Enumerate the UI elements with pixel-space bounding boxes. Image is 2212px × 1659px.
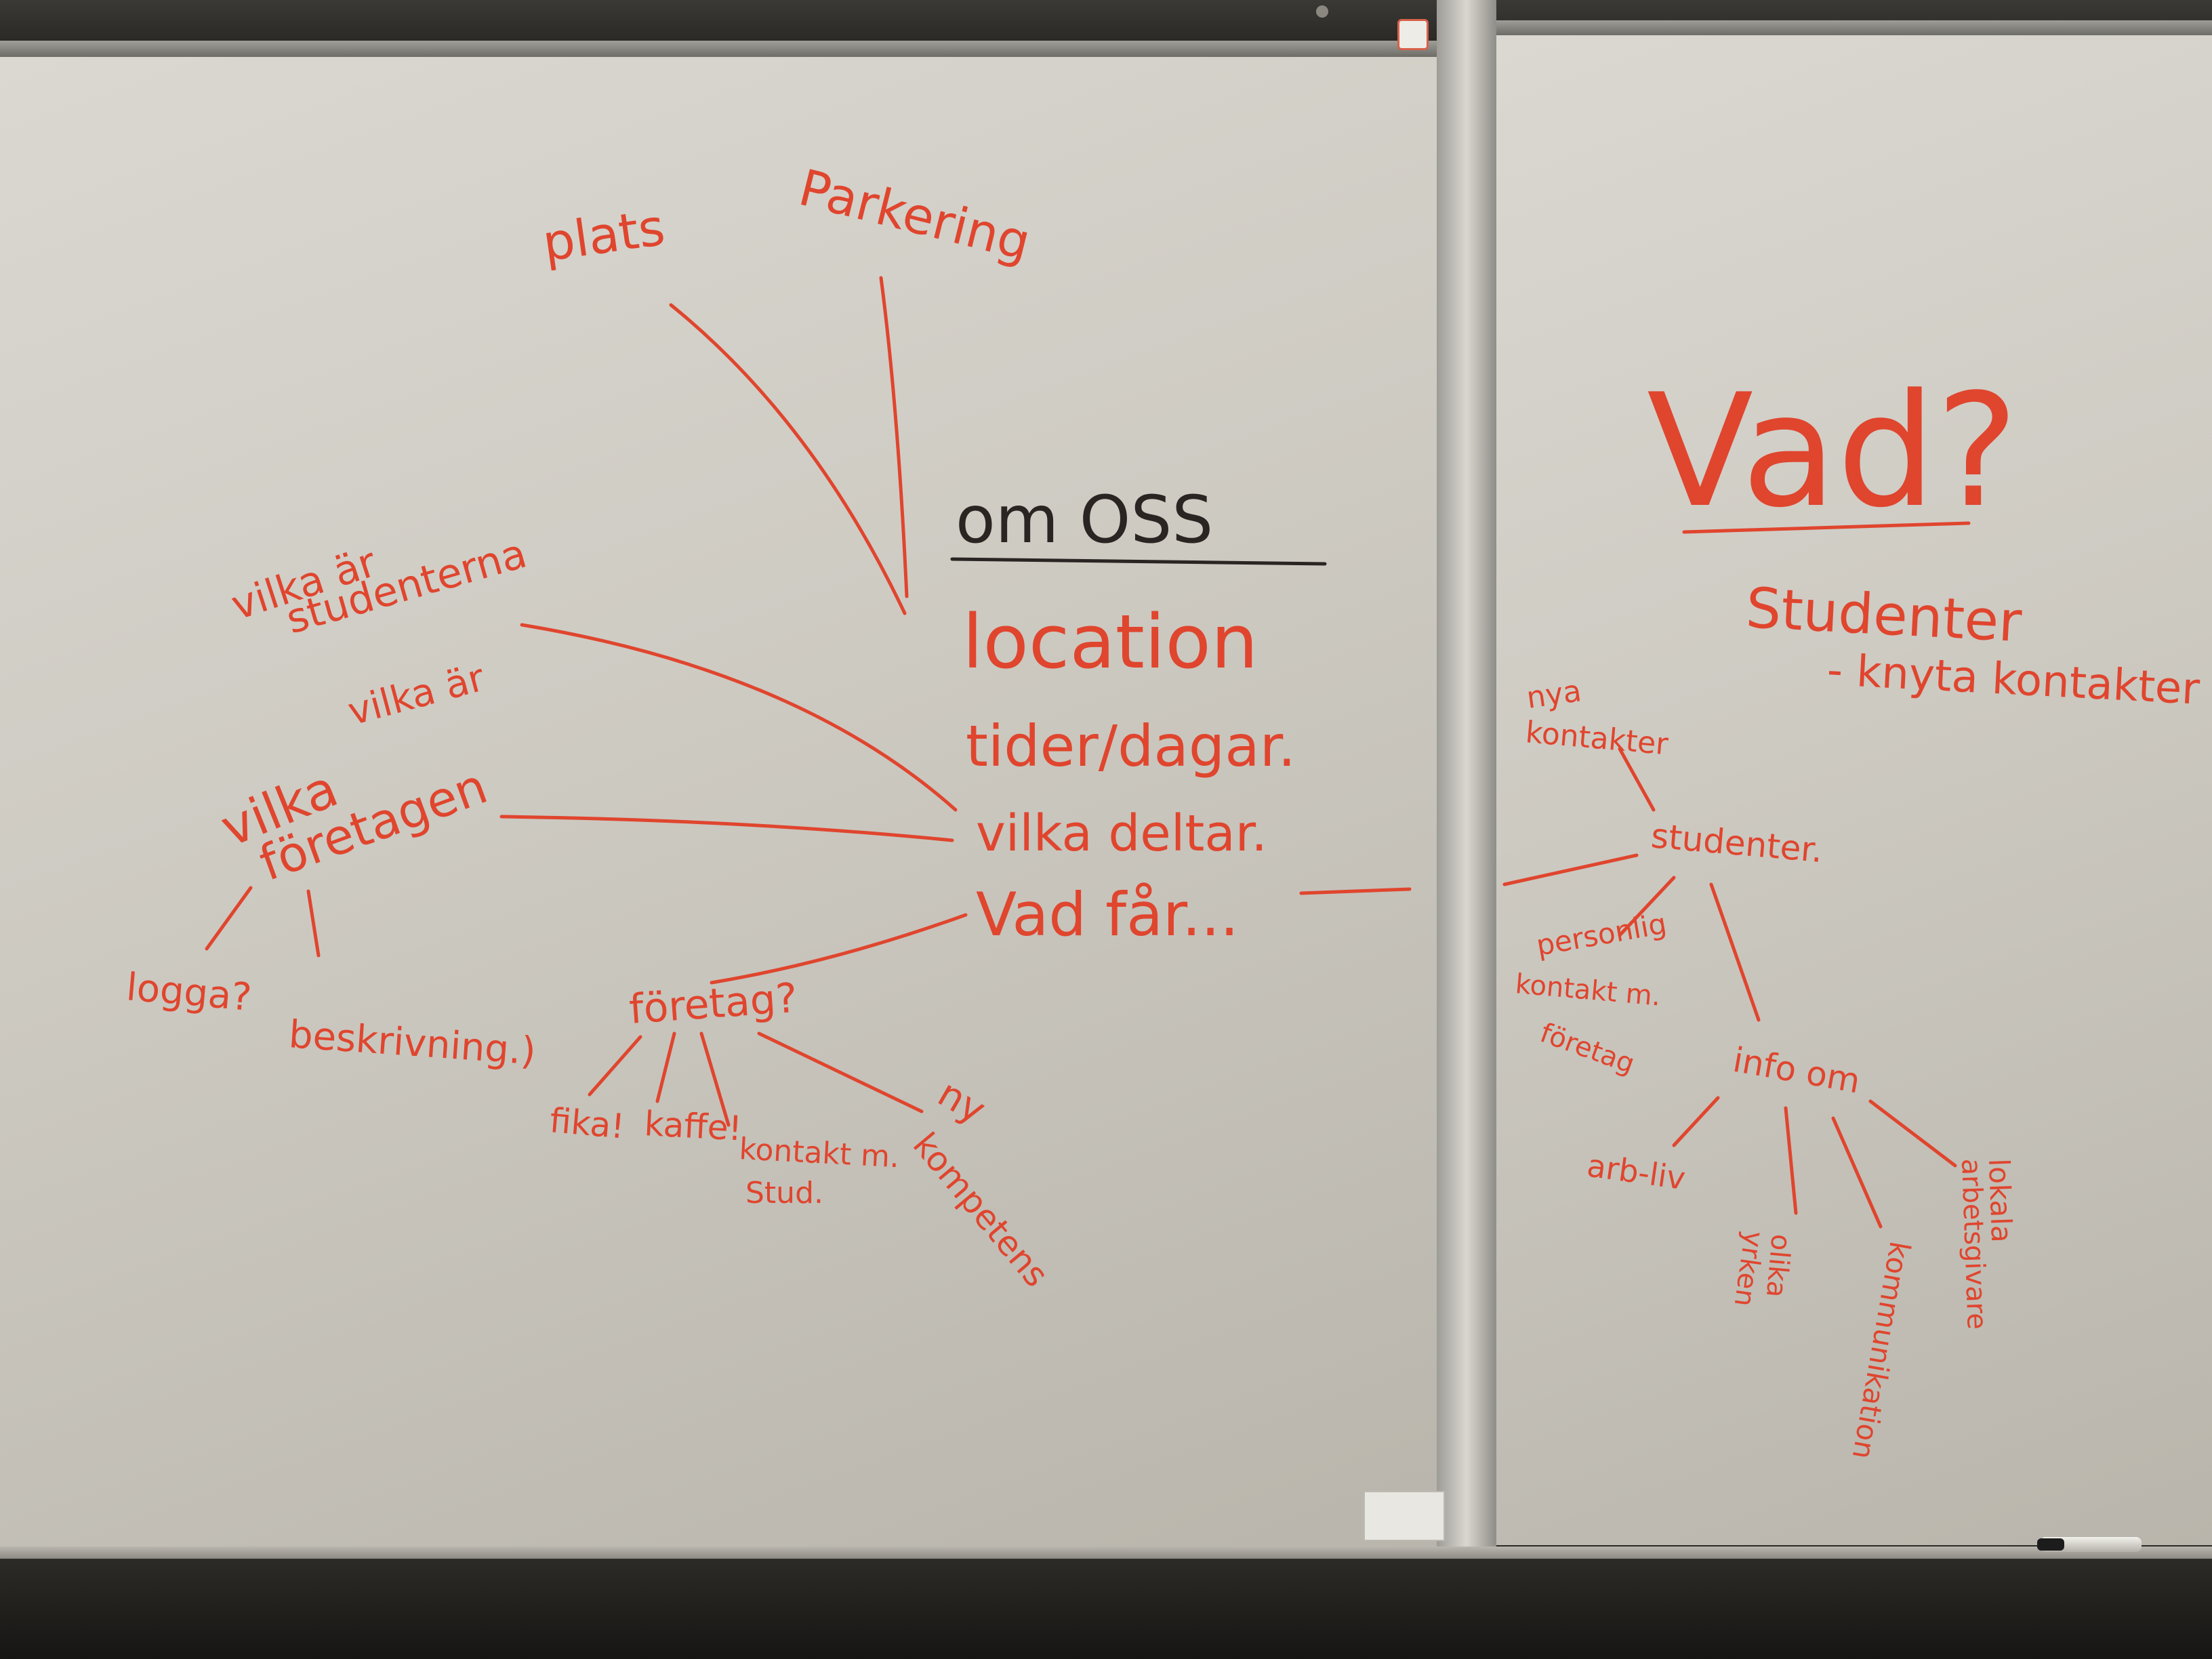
wall-bottom xyxy=(0,1559,2212,1659)
connector-kommunikation xyxy=(1831,1116,1883,1229)
marker-pen[interactable] xyxy=(2040,1537,2142,1552)
item-vilka-deltar: vilka deltar. xyxy=(976,804,1267,863)
node-yrken: yrken xyxy=(1728,1229,1769,1309)
connector-personlig xyxy=(1618,876,1676,937)
node-kommunikation: kommunikation xyxy=(1846,1239,1917,1462)
connector-parkering xyxy=(879,276,909,598)
node-vilka-foretag-1: vilka är xyxy=(344,655,490,734)
node-olika: olika xyxy=(1760,1233,1797,1298)
node-personlig-2: kontakt m. xyxy=(1514,968,1662,1012)
node-studenter: studenter. xyxy=(1650,816,1824,870)
title-om-oss: om OSS xyxy=(956,482,1213,558)
board-frame-top-right xyxy=(1477,20,2212,35)
node-ny: ny xyxy=(930,1071,993,1133)
node-logga: logga? xyxy=(125,965,253,1020)
node-lokala: lokala xyxy=(1982,1158,2018,1244)
screw-icon xyxy=(1316,5,1328,18)
manufacturer-sticker xyxy=(1364,1491,1445,1541)
connector-bridge-right xyxy=(1502,853,1639,886)
whiteboard-left xyxy=(0,41,1450,1549)
node-personlig-3: företag xyxy=(1536,1017,1639,1080)
node-nya: nya xyxy=(1524,674,1583,716)
connector-nya xyxy=(1618,747,1656,812)
vad-underline xyxy=(1682,521,1971,534)
node-arb-liv: arb-liv xyxy=(1584,1147,1687,1197)
connector-beskrivning xyxy=(306,889,321,958)
node-kontakt-2: Stud. xyxy=(745,1176,823,1210)
node-personlig-1: personlig xyxy=(1534,907,1669,962)
connector-studenter xyxy=(520,623,958,812)
connector-kaffe xyxy=(655,1031,676,1103)
marker-cap xyxy=(2037,1538,2064,1551)
connector-fika xyxy=(588,1035,642,1097)
item-tider: tider/dagar. xyxy=(966,713,1296,779)
connector-info xyxy=(1709,882,1761,1022)
node-fika: fika! xyxy=(548,1101,626,1146)
connector-lokala xyxy=(1868,1099,1957,1168)
board-frame-top xyxy=(0,41,1464,57)
connector-vad-far-foretag xyxy=(710,913,968,985)
node-beskrivning: beskrivning.) xyxy=(287,1012,537,1073)
connector-kontakt xyxy=(699,1031,731,1127)
node-parkering: Parkering xyxy=(794,159,1036,272)
node-kompetens: kompetens xyxy=(905,1125,1057,1294)
node-kontakter: kontakter xyxy=(1524,715,1670,762)
node-info-om: info om xyxy=(1730,1040,1863,1101)
node-foretag: företag? xyxy=(628,975,799,1033)
connector-olika xyxy=(1784,1106,1798,1215)
node-plats: plats xyxy=(539,199,669,273)
node-kaffe: kaffe! xyxy=(643,1104,743,1148)
node-vilka-studenter-2: studenterna xyxy=(281,530,532,644)
item-vad-far: Vad får... xyxy=(976,880,1239,949)
node-knyta-kontakter: - knyta kontakter xyxy=(1826,645,2201,715)
node-kontakt-1: kontakt m. xyxy=(738,1132,900,1174)
brand-logo xyxy=(1397,19,1429,50)
title-vad: Vad? xyxy=(1647,361,2019,542)
connector-foretagen xyxy=(499,815,954,842)
board-frame-divider xyxy=(1437,0,1496,1579)
node-arbetsgivare: arbetsgivare xyxy=(1955,1158,1992,1330)
connector-bridge-left xyxy=(1299,887,1412,895)
connector-logga xyxy=(205,886,253,951)
node-studenter-heading: Studenter xyxy=(1744,576,2024,655)
connector-ny-kompetens xyxy=(757,1031,924,1113)
title-underline xyxy=(950,557,1327,566)
item-location: location xyxy=(962,598,1258,685)
whiteboard-right xyxy=(1491,27,2212,1545)
connector-arb xyxy=(1672,1096,1720,1147)
connector-plats xyxy=(669,303,907,615)
